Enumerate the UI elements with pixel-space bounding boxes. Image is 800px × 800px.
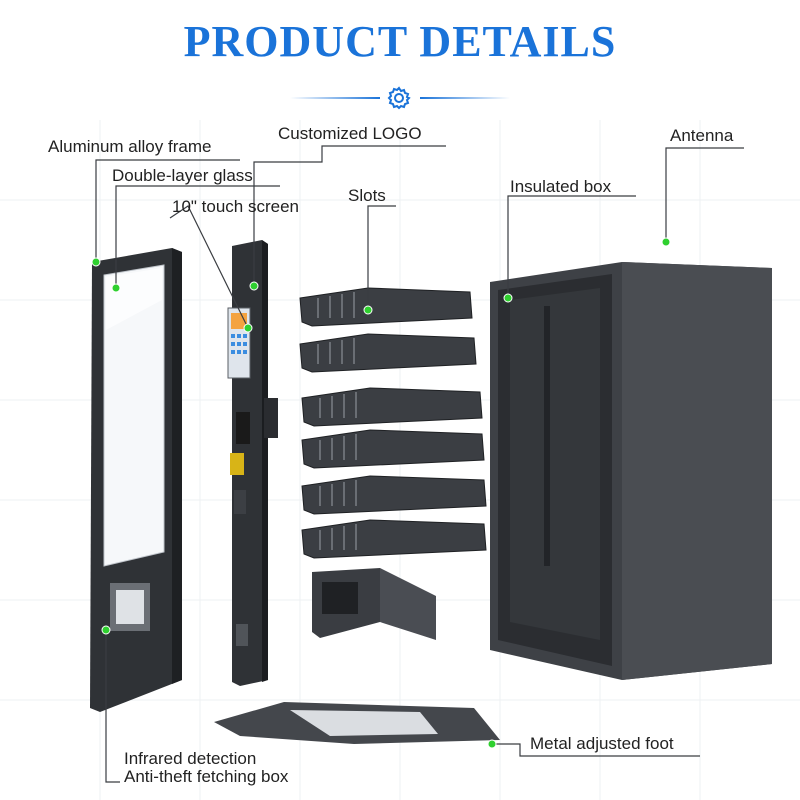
title-divider-right [420,97,510,99]
base-plate [214,702,500,744]
slot-trays [299,287,487,559]
gear-icon [387,86,411,110]
page-title: PRODUCT DETAILS [183,17,617,66]
marker-dots [91,237,671,749]
marker-touch-screen [243,323,253,333]
label-slots: Slots [348,186,386,205]
marker-metal-foot [487,739,497,749]
marker-double-glass [111,283,121,293]
label-antenna: Antenna [670,126,734,145]
label-double-glass: Double-layer glass [112,166,253,185]
label-insulated-box: Insulated box [510,177,612,196]
label-infrared: Infrared detection [124,749,257,768]
label-metal-foot: Metal adjusted foot [530,734,674,753]
fetching-box [312,568,436,640]
marker-antenna [661,237,671,247]
slot-divider-lines [317,292,357,550]
marker-slots [363,305,373,315]
label-touch-screen: 10" touch screen [172,197,300,216]
label-custom-logo: Customized LOGO [278,124,422,143]
label-aluminum-frame: Aluminum alloy frame [48,137,212,156]
marker-infrared [101,625,111,635]
title-divider-left [290,97,380,99]
label-anti-theft: Anti-theft fetching box [124,767,289,786]
control-column [227,240,278,686]
marker-insulated-box [503,293,513,303]
marker-custom-logo [249,281,259,291]
leader-lines [95,145,744,783]
marker-aluminum-frame [91,257,101,267]
door-frame [90,248,182,712]
insulated-cabinet [490,262,772,680]
